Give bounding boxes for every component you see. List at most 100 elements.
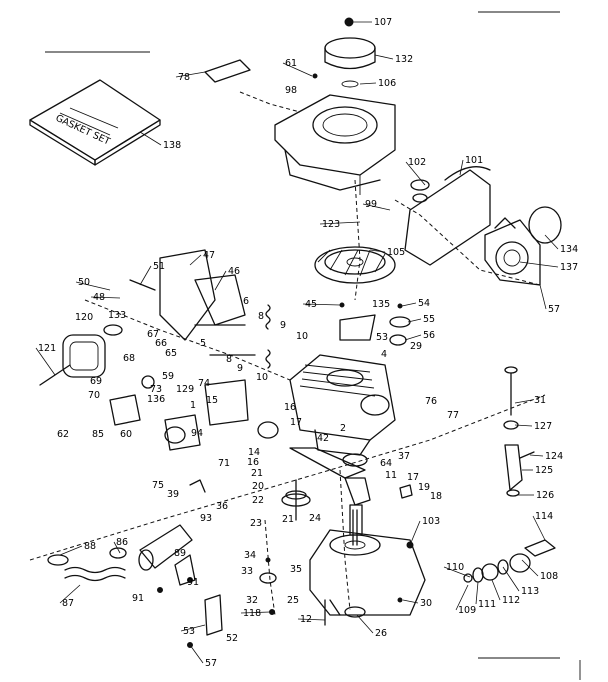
part-callout-c70: 70 [88, 390, 100, 401]
pto-parts [406, 539, 556, 583]
part-callout-c36: 36 [216, 501, 228, 512]
part-callout-c86: 86 [116, 537, 128, 548]
part-callout-c93: 93 [200, 513, 212, 524]
part-callout-c110: 110 [446, 562, 464, 573]
leader-line-c137 [519, 261, 559, 268]
part-callout-c5: 5 [200, 338, 206, 349]
leader-line-c109 [455, 584, 469, 611]
part-callout-c6: 6 [243, 296, 249, 307]
part-callout-c126: 126 [536, 490, 554, 501]
blower-housing [274, 94, 396, 195]
part-callout-c18: 18 [430, 491, 442, 502]
part-callout-c129: 129 [176, 384, 194, 395]
part-callout-c33: 33 [241, 566, 253, 577]
part-callout-c2: 2 [340, 423, 346, 434]
part-callout-c120: 120 [75, 312, 93, 323]
leader-line-c30 [402, 599, 419, 604]
part-callout-c56: 56 [423, 330, 435, 341]
part-callout-c42: 42 [317, 433, 329, 444]
leader-line-c87 [59, 584, 81, 604]
part-callout-c60: 60 [120, 429, 132, 440]
part-callout-c94: 94 [191, 428, 203, 439]
part-callout-c45: 45 [305, 299, 317, 310]
part-callout-c64: 64 [380, 458, 392, 469]
fuel-tank [404, 166, 491, 266]
leader-line-c47 [189, 254, 202, 266]
part-callout-c69: 69 [90, 376, 102, 387]
part-callout-c71: 71 [218, 458, 230, 469]
leader-line-c54 [401, 302, 417, 307]
part-callout-c26: 26 [375, 628, 387, 639]
muffler-assembly [47, 524, 196, 593]
leader-line-c86 [113, 541, 121, 554]
part-callout-c78: 78 [178, 72, 190, 83]
cylinder-block [289, 354, 396, 456]
part-callout-c16b: 16 [247, 457, 259, 468]
part-callout-c52: 52 [226, 633, 238, 644]
part-callout-c9b: 9 [237, 363, 243, 374]
part-callout-c136: 136 [147, 394, 165, 405]
leader-line-c103 [409, 520, 421, 546]
part-callout-c50: 50 [78, 277, 90, 288]
part-callout-c15: 15 [206, 395, 218, 406]
part-callout-c103: 103 [422, 516, 440, 527]
gasket-set-package: GASKET SET [29, 79, 161, 166]
part-callout-c101: 101 [465, 155, 483, 166]
part-callout-c35: 35 [290, 564, 302, 575]
leader-line-c57b [189, 644, 204, 664]
part-callout-c74: 74 [198, 378, 210, 389]
part-callout-c77: 77 [447, 410, 459, 421]
leader-line-c78 [175, 71, 206, 78]
part-callout-c59: 59 [162, 371, 174, 382]
part-callout-c34: 34 [244, 550, 256, 561]
part-callout-c10a: 10 [296, 331, 308, 342]
flywheel [314, 246, 396, 284]
leader-line-c110 [443, 566, 471, 578]
part-callout-c17b: 17 [407, 472, 419, 483]
part-callout-c4: 4 [381, 349, 387, 360]
part-callout-c135: 135 [372, 299, 390, 310]
part-callout-c91a: 91 [187, 577, 199, 588]
part-callout-c14: 14 [248, 447, 260, 458]
leader-line-c101 [459, 159, 464, 176]
leader-line-c112 [491, 579, 501, 601]
part-callout-c17a: 17 [290, 417, 302, 428]
part-callout-c10b: 10 [256, 372, 268, 383]
part-callout-c127: 127 [534, 421, 552, 432]
leader-line-c61 [282, 62, 313, 77]
leader-line-c45 [302, 303, 341, 306]
part-callout-c51: 51 [153, 261, 165, 272]
part-callout-c111: 111 [478, 599, 496, 610]
part-callout-c118: 118 [243, 608, 261, 619]
part-callout-c113: 113 [521, 586, 539, 597]
part-callout-c48: 48 [93, 292, 105, 303]
part-callout-c9a: 9 [280, 320, 286, 331]
recoil-starter [484, 206, 562, 286]
part-callout-c8a: 8 [258, 311, 264, 322]
part-callout-c123: 123 [322, 219, 340, 230]
leader-line-c55 [407, 318, 422, 323]
assembly-axis-lines [29, 91, 546, 616]
leader-line-c53b [180, 624, 206, 632]
part-callout-c124: 124 [545, 451, 563, 462]
part-callout-c12: 12 [300, 614, 312, 625]
part-callout-c55: 55 [423, 314, 435, 325]
leader-line-c105 [369, 249, 386, 253]
part-callout-c16a: 16 [284, 402, 296, 413]
leader-line-c50 [75, 281, 111, 291]
part-callout-c98: 98 [285, 85, 297, 96]
part-callout-c31: 31 [534, 395, 546, 406]
part-callout-c53b: 53 [183, 626, 195, 637]
part-callout-c108: 108 [540, 571, 558, 582]
part-callout-c65: 65 [165, 348, 177, 359]
leader-line-c124 [529, 454, 544, 457]
part-callout-c20: 20 [252, 481, 264, 492]
gasket-set-label: GASKET SET [54, 113, 112, 148]
part-callout-c57a: 57 [548, 304, 560, 315]
part-callout-c85: 85 [92, 429, 104, 440]
part-callout-c121: 121 [38, 343, 56, 354]
part-callout-c30: 30 [420, 598, 432, 609]
part-callout-c24: 24 [309, 513, 321, 524]
